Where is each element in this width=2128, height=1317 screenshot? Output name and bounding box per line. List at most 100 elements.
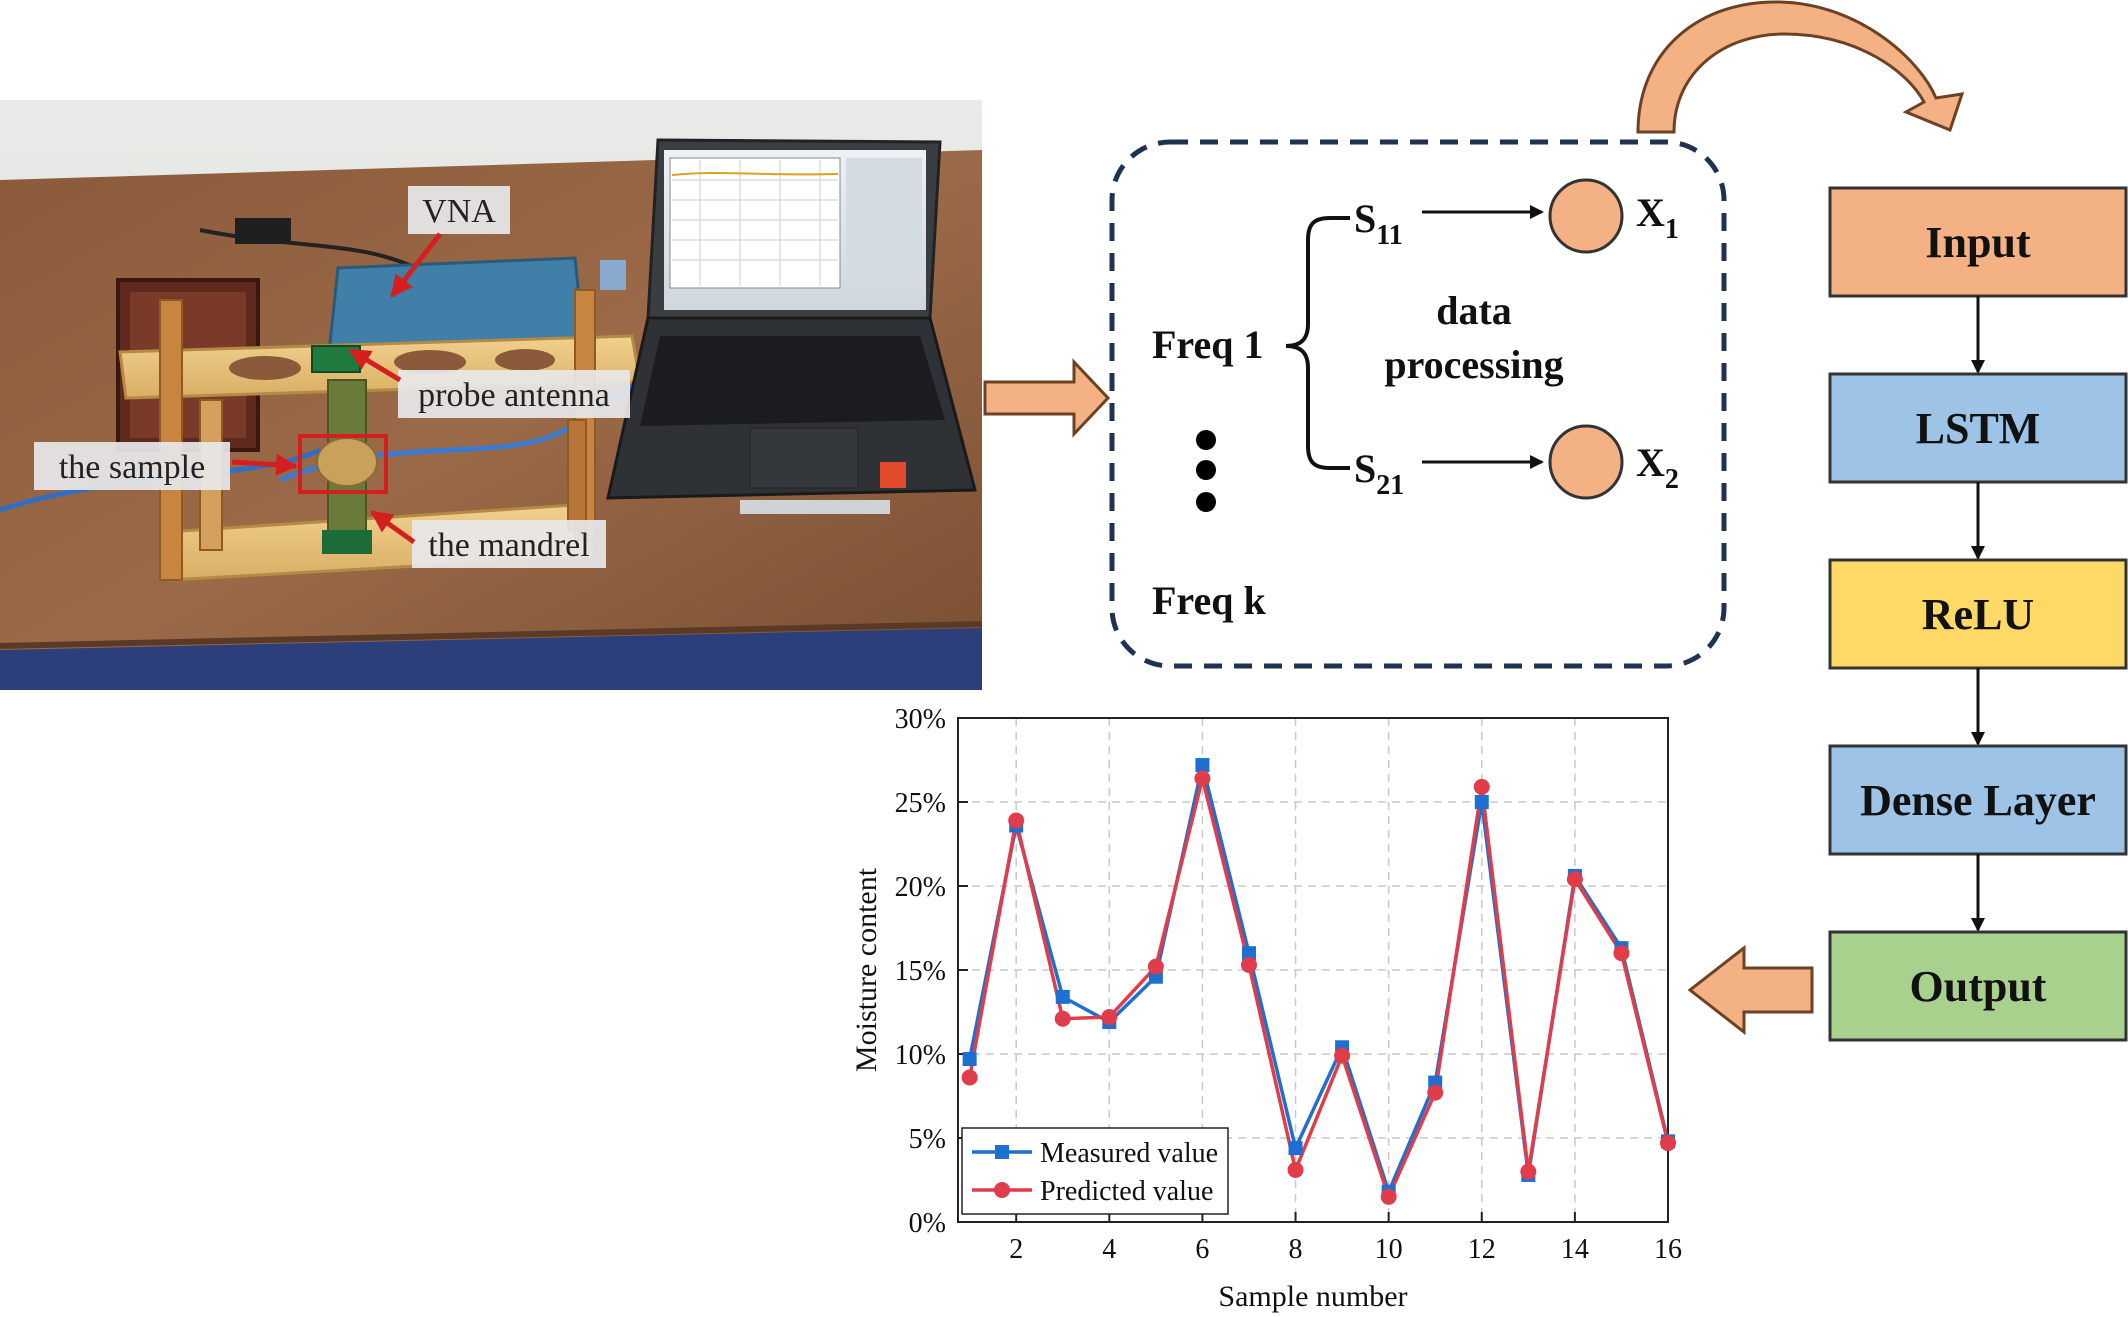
wooden-post — [159, 299, 183, 581]
arrow-processing-to-input — [1636, 0, 1965, 134]
probe-antenna-label: probe antenna — [418, 377, 610, 414]
pipeline-node-lstm — [1828, 372, 2128, 484]
pipeline-node-label-input: Input — [1925, 218, 2031, 267]
pipeline-node-relu — [1828, 558, 2128, 670]
freq-first-label: Freq 1 — [1152, 322, 1263, 367]
predicted-point — [1334, 1047, 1351, 1064]
probe-antenna-label-box — [398, 370, 630, 418]
measured-point — [1288, 1141, 1303, 1156]
legend-swatch-marker — [995, 1145, 1009, 1159]
x1-label: X1 — [1636, 190, 1679, 245]
legend-box — [961, 1127, 1229, 1215]
sample-label: the sample — [59, 449, 205, 486]
x-tick-label: 10 — [1375, 1234, 1403, 1265]
ellipsis-dot — [1196, 430, 1216, 450]
experiment-photo: VNA probe antenna the sample the mandrel — [0, 100, 983, 690]
data-processing-block: Freq 1 Freq k S11 S21 X1 X2 data process… — [1109, 139, 1727, 669]
sample-highlight-box — [298, 434, 388, 494]
legend-label: Predicted value — [1040, 1176, 1213, 1207]
connector — [600, 260, 626, 290]
pipeline-node-label-output: Output — [1910, 962, 2047, 1011]
legend-swatch-marker — [994, 1182, 1010, 1198]
series-line-predicted — [967, 778, 1670, 1202]
pipeline-node-label-lstm: LSTM — [1916, 404, 2041, 453]
predicted-point — [1147, 958, 1164, 975]
pipeline-node-output — [1828, 930, 2128, 1042]
photo-table-edge — [0, 621, 983, 649]
pipeline-node-label-relu: ReLU — [1922, 590, 2034, 639]
freq-last-label: Freq k — [1152, 578, 1266, 623]
s11-label: S11 — [1354, 196, 1403, 251]
y-tick-label: 25% — [895, 788, 946, 819]
legend-label: Measured value — [1040, 1138, 1218, 1169]
vna-label: VNA — [422, 193, 496, 230]
measured-point — [1474, 795, 1489, 809]
x-tick-label: 4 — [1102, 1234, 1116, 1265]
predicted-point — [1566, 871, 1583, 888]
brace-upper — [1285, 216, 1350, 348]
predicted-point — [1613, 945, 1630, 962]
measured-point — [1055, 989, 1070, 1004]
arrow-photo-to-processing — [983, 358, 1111, 438]
measured-point — [1195, 758, 1210, 773]
predicted-point — [1427, 1084, 1444, 1101]
x1-node — [1548, 178, 1624, 254]
predicted-point — [1101, 1009, 1118, 1026]
predicted-point — [961, 1069, 978, 1086]
predicted-point — [1380, 1188, 1397, 1205]
arrow-output-to-chart — [1687, 944, 1814, 1036]
x-tick-label: 12 — [1468, 1234, 1496, 1265]
measured-point — [1241, 946, 1256, 961]
sample-pointer — [231, 453, 298, 476]
x-axis-title: Sample number — [1218, 1280, 1407, 1313]
predicted-point — [1240, 956, 1257, 973]
x2-label: X2 — [1636, 440, 1679, 495]
processing-dashed-border — [1109, 139, 1727, 669]
sample-label-box — [34, 442, 230, 490]
power-adapter — [235, 218, 291, 244]
predicted-point — [1008, 812, 1025, 829]
probe-antenna-pointer — [348, 347, 402, 383]
wooden-post — [567, 419, 587, 531]
s21-label: S21 — [1354, 446, 1404, 501]
ellipsis-dot — [1196, 492, 1216, 512]
laptop — [606, 138, 977, 514]
y-tick-label: 15% — [895, 956, 946, 987]
data-processing-line2: processing — [1384, 342, 1563, 387]
pipeline-node-label-dense-layer: Dense Layer — [1860, 776, 2096, 825]
predicted-point — [1287, 1161, 1304, 1178]
x-tick-label: 14 — [1561, 1234, 1589, 1265]
mandrel-pointer — [370, 509, 416, 545]
x-tick-label: 6 — [1195, 1234, 1209, 1265]
predicted-point — [1054, 1010, 1071, 1027]
mandrel-label: the mandrel — [428, 527, 589, 564]
plate-hole — [229, 356, 301, 380]
brace-lower — [1285, 344, 1350, 470]
x2-node — [1548, 424, 1624, 500]
plate-hole — [495, 349, 555, 371]
vna-pointer — [390, 232, 442, 298]
y-tick-label: 10% — [895, 1040, 946, 1071]
photo-floor — [0, 628, 982, 690]
predicted-point — [1194, 770, 1211, 787]
measured-point — [962, 1052, 977, 1067]
pipeline-node-dense-layer — [1828, 744, 2128, 856]
predicted-point — [1660, 1135, 1676, 1152]
x-tick-label: 8 — [1289, 1234, 1303, 1265]
y-axis-title: Moisture content — [850, 867, 883, 1072]
predicted-point — [1473, 778, 1490, 795]
y-tick-label: 5% — [909, 1124, 946, 1155]
plate-hole — [394, 350, 466, 374]
sample-material — [316, 437, 378, 487]
y-tick-label: 0% — [909, 1208, 946, 1239]
mandrel-label-box — [412, 520, 606, 568]
y-tick-label: 20% — [895, 872, 946, 903]
y-tick-label: 30% — [895, 704, 946, 735]
vna-label-box — [408, 186, 510, 234]
data-processing-line1: data — [1436, 288, 1512, 333]
x-tick-label: 16 — [1654, 1234, 1682, 1265]
